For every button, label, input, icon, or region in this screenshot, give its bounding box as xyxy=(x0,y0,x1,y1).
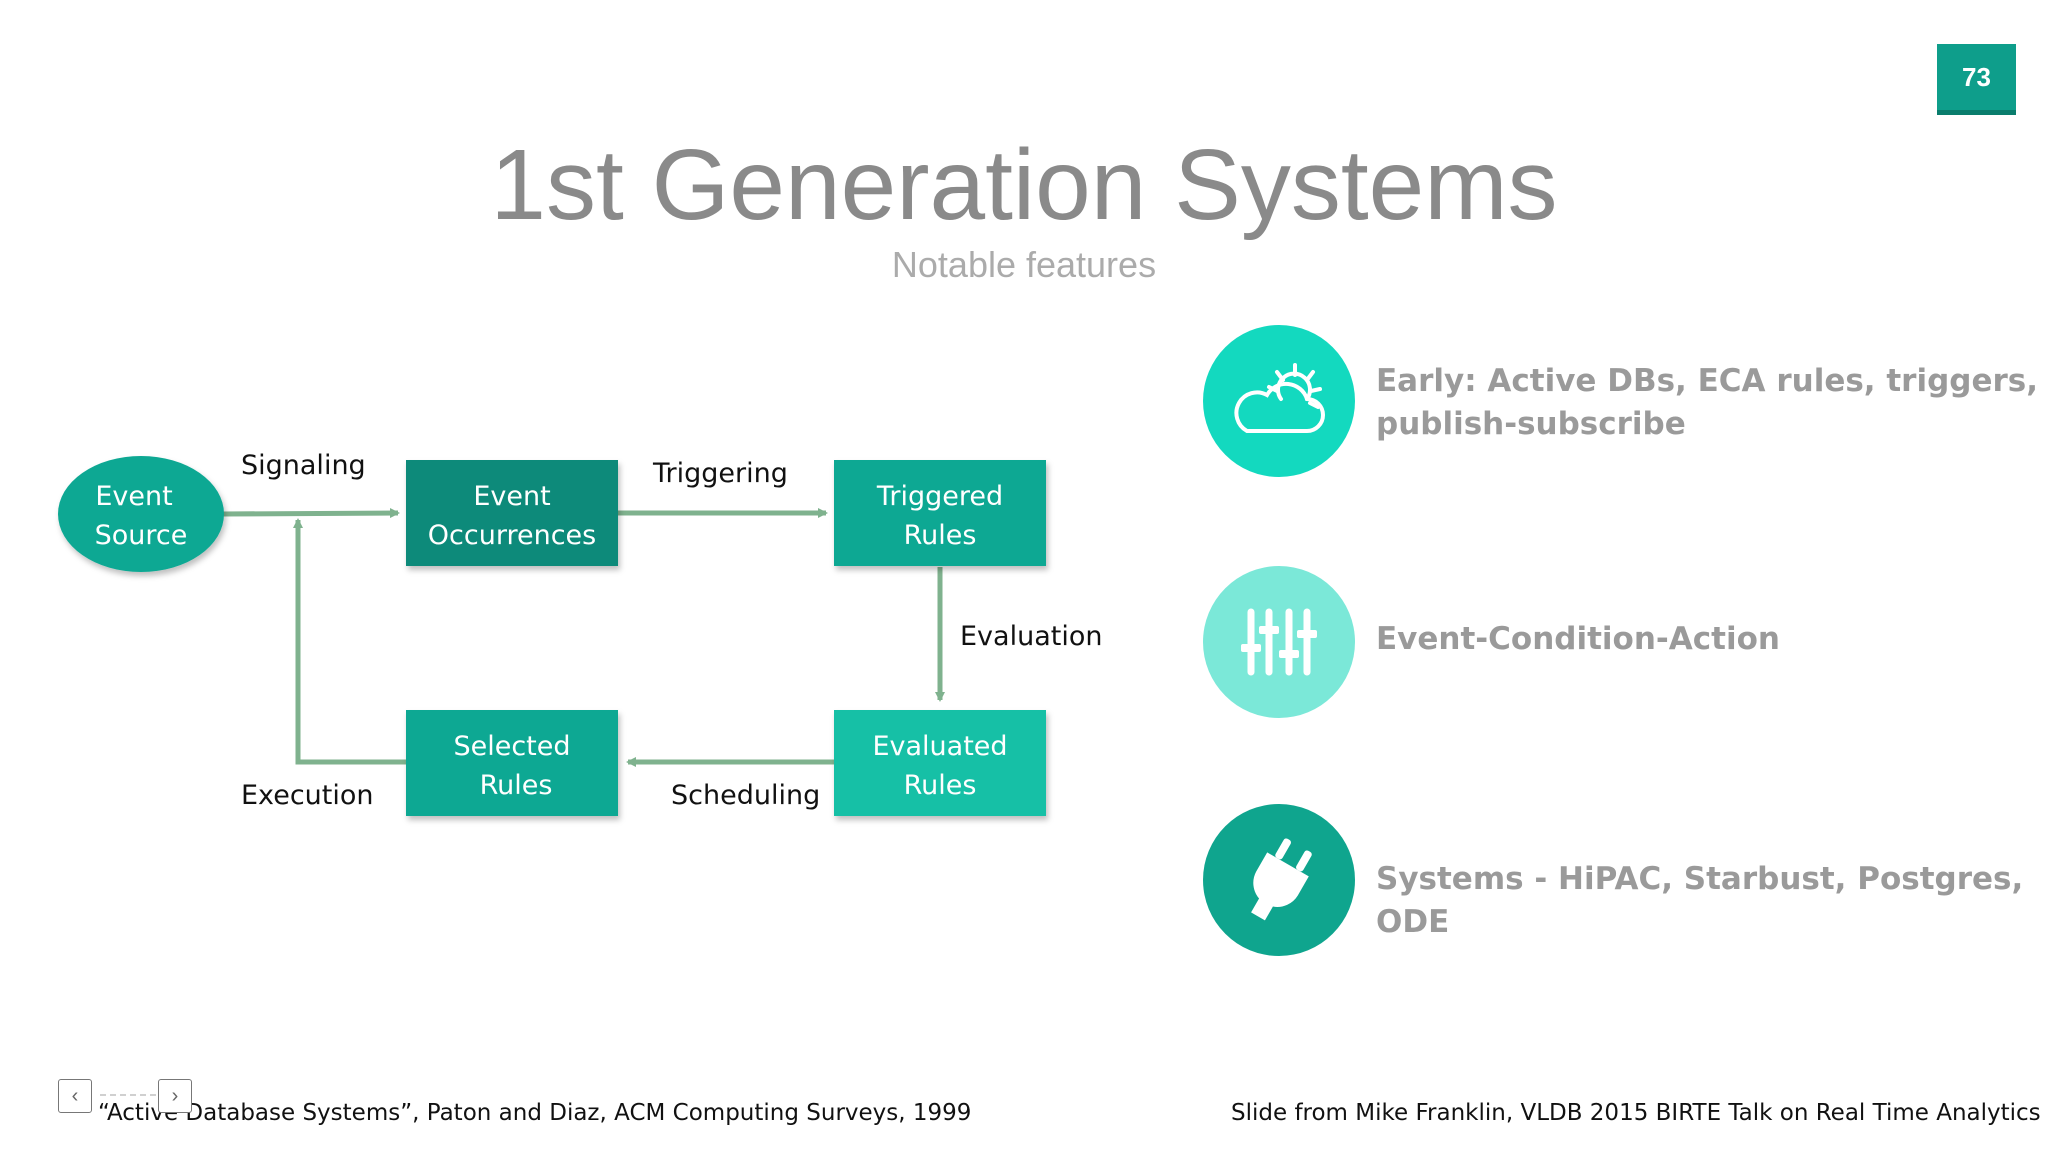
node-selected-rules-line2: Rules xyxy=(480,770,553,801)
node-event-source-line1: Event xyxy=(95,481,172,512)
node-selected-rules-line1: Selected xyxy=(453,731,570,762)
slide-title: 1st Generation Systems xyxy=(490,129,1558,241)
next-slide-button[interactable]: › xyxy=(158,1079,192,1113)
feature-eca-line1: Event-Condition-Action xyxy=(1376,621,1780,657)
node-event-occurrences-line2: Occurrences xyxy=(428,520,596,551)
sliders-icon xyxy=(1203,566,1355,718)
feature-early-line1: Early: Active DBs, ECA rules, triggers, xyxy=(1376,363,2039,399)
node-triggered-rules-line2: Rules xyxy=(904,520,977,551)
edge-label-evaluation: Evaluation xyxy=(960,621,1102,652)
node-evaluated-rules-line2: Rules xyxy=(904,770,977,801)
cloud-sun-icon xyxy=(1203,325,1355,477)
node-triggered-rules-line1: Triggered xyxy=(876,481,1003,512)
edge-label-triggering: Triggering xyxy=(652,458,788,489)
edge-label-scheduling: Scheduling xyxy=(671,780,820,811)
slide-number-badge: 73 xyxy=(1937,44,2016,115)
feature-systems-line1: Systems - HiPAC, Starbust, Postgres, ODE xyxy=(1376,861,2024,940)
node-evaluated-rules-line1: Evaluated xyxy=(872,731,1007,762)
chevron-left-icon: ‹ xyxy=(71,1084,79,1107)
node-event-source: Event Source xyxy=(58,456,224,572)
previous-slide-button[interactable]: ‹ xyxy=(58,1079,92,1113)
footer-citation: “Active Database Systems”, Paton and Dia… xyxy=(98,1100,972,1126)
edge-signaling-arrow xyxy=(221,508,400,519)
footer-credit: Slide from Mike Franklin, VLDB 2015 BIRT… xyxy=(1231,1100,2041,1126)
node-triggered-rules: Triggered Rules xyxy=(834,460,1046,566)
edge-label-signaling: Signaling xyxy=(241,450,366,481)
node-evaluated-rules: Evaluated Rules xyxy=(834,710,1046,816)
slide-subtitle: Notable features xyxy=(891,244,1157,285)
feature-early-line2: publish-subscribe xyxy=(1376,406,1686,442)
slide-progress-dots xyxy=(100,1094,156,1096)
edge-execution-arrow xyxy=(293,518,406,765)
node-event-source-line2: Source xyxy=(95,520,188,551)
node-event-occurrences: Event Occurrences xyxy=(406,460,618,566)
feature-early: Early: Active DBs, ECA rules, triggers, … xyxy=(1376,360,2038,446)
chevron-right-icon: › xyxy=(171,1084,179,1107)
feature-systems: Systems - HiPAC, Starbust, Postgres, ODE xyxy=(1376,858,2048,944)
diagram-edges xyxy=(221,508,945,767)
feature-eca: Event-Condition-Action xyxy=(1376,618,1780,661)
node-selected-rules: Selected Rules xyxy=(406,710,618,816)
edge-label-execution: Execution xyxy=(241,780,374,811)
plug-icon xyxy=(1203,804,1355,956)
node-event-occurrences-line1: Event xyxy=(473,481,550,512)
